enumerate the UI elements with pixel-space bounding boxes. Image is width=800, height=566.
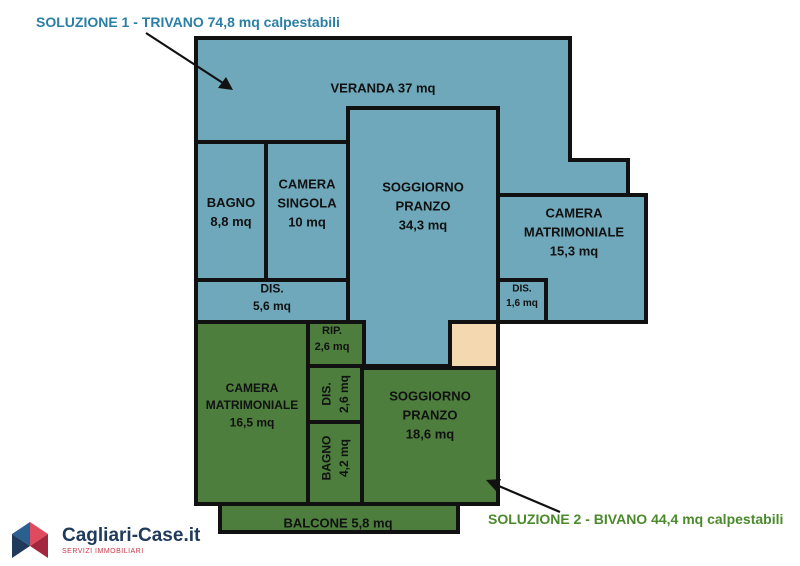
label-line: 2,6 mq — [315, 341, 350, 353]
camera-matrimoniale-2-label: CAMERA MATRIMONIALE 16,5 mq — [206, 381, 298, 430]
label-line: BALCONE 5,8 mq — [283, 516, 392, 531]
room-fills — [196, 38, 646, 532]
bagno-1-area — [196, 144, 266, 280]
label-line: SOGGIORNO — [389, 389, 471, 404]
balcone-area — [220, 504, 458, 532]
label-line: RIP. — [322, 325, 342, 337]
arrow-2-head — [486, 479, 501, 491]
bagno-2-area — [308, 422, 362, 504]
soggiorno-2-area — [362, 366, 498, 504]
label-line: DIS. — [512, 283, 532, 294]
label-line: SOGGIORNO — [382, 180, 464, 195]
soggiorno-1-area — [348, 108, 498, 366]
soggiorno-1-label: SOGGIORNO PRANZO 34,3 mq — [382, 180, 464, 233]
arrows — [145, 32, 561, 514]
dis-2-label: DIS. 1,6 mq — [506, 283, 538, 309]
label-line: 18,6 mq — [406, 426, 454, 441]
solution-2-caption: SOLUZIONE 2 - BIVANO 44,4 mq calpestabil… — [488, 511, 784, 527]
rip-label: RIP. 2,6 mq — [315, 325, 350, 353]
label-line: 34,3 mq — [399, 217, 447, 232]
label-line: DIS. — [320, 382, 334, 405]
logo-name: Cagliari-Case.it — [62, 525, 201, 546]
soggiorno-2-label: SOGGIORNO PRANZO 18,6 mq — [389, 389, 471, 442]
dis-2-wall — [498, 278, 548, 322]
label-line: 2,6 mq — [337, 375, 351, 413]
camera-singola-area — [266, 144, 348, 280]
dis-1-label: DIS. 5,6 mq — [253, 282, 291, 313]
arrow-1-head — [218, 77, 233, 90]
label-line: BAGNO — [207, 195, 255, 210]
camera-singola-label: CAMERA SINGOLA 10 mq — [277, 177, 337, 230]
label-line: PRANZO — [396, 199, 451, 214]
veranda-label: VERANDA 37 mq — [331, 81, 436, 96]
other-area — [450, 322, 498, 366]
arrow-2-line — [493, 482, 561, 514]
camera-matrimoniale-1-label: CAMERA MATRIMONIALE 15,3 mq — [524, 206, 624, 259]
label-line: CAMERA — [278, 177, 336, 192]
room-labels: VERANDA 37 mq BAGNO 8,8 mq CAMERA SINGOLA 1… — [206, 81, 625, 531]
dis-2-area — [498, 280, 546, 322]
dis-1-area — [196, 280, 348, 322]
label-line: 8,8 mq — [210, 214, 251, 229]
label-line: 15,3 mq — [550, 243, 598, 258]
arrow-1-line — [145, 32, 227, 86]
label-line: 4,2 mq — [337, 439, 351, 477]
bagno-1-label: BAGNO 8,8 mq — [207, 195, 255, 229]
label-line: CAMERA — [226, 381, 279, 395]
logo-tagline: SERVIZI IMMOBILIARI — [62, 548, 144, 555]
walls — [194, 36, 648, 534]
label-line: BAGNO — [320, 436, 334, 481]
label-line: MATRIMONIALE — [206, 398, 298, 412]
label-line: 5,6 mq — [253, 299, 291, 313]
veranda-area — [196, 38, 628, 195]
label-line: VERANDA 37 mq — [331, 81, 436, 96]
balcone-wall — [218, 502, 460, 534]
rip-area — [308, 322, 364, 366]
solution-1-caption: SOLUZIONE 1 - TRIVANO 74,8 mq calpestabi… — [36, 14, 340, 30]
logo-mark-icon — [12, 522, 48, 558]
dis-3-label: DIS.2,6 mq — [320, 375, 351, 413]
dis-3-area — [308, 366, 362, 422]
label-line: 10 mq — [288, 214, 326, 229]
label-line: PRANZO — [403, 408, 458, 423]
label-line: SINGOLA — [277, 196, 337, 211]
balcone-label: BALCONE 5,8 mq — [283, 516, 392, 531]
camera-matrimoniale-2-area — [196, 322, 308, 504]
label-line: 16,5 mq — [230, 416, 275, 430]
label-line: DIS. — [260, 282, 283, 296]
label-line: 1,6 mq — [506, 298, 538, 309]
label-line: MATRIMONIALE — [524, 225, 624, 240]
label-line: CAMERA — [545, 206, 603, 221]
